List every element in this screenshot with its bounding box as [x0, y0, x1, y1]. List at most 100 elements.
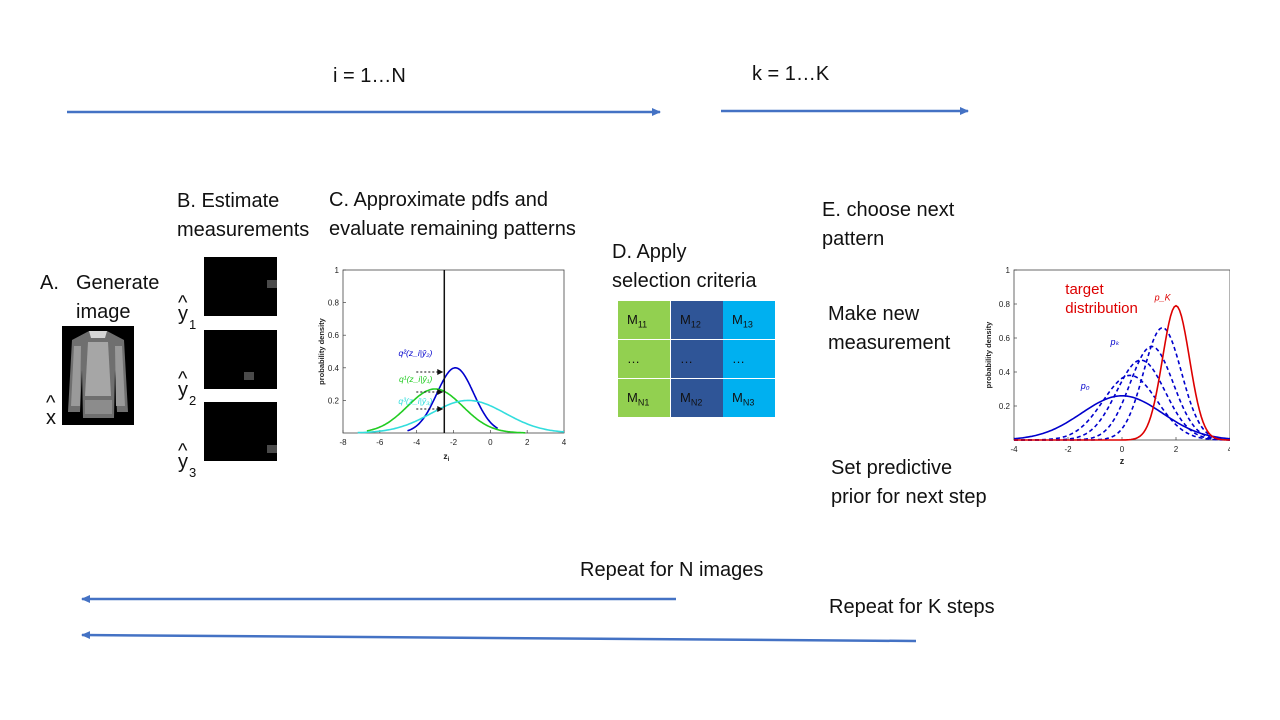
matrix-cell-subscript: N3: [742, 397, 755, 408]
x-tick-label: -6: [376, 438, 384, 447]
y-tick-label: 0.4: [999, 368, 1011, 377]
step-d-title: D. Apply selection criteria: [612, 241, 757, 292]
series-arrowhead: [437, 406, 444, 412]
matrix-cell-r3-c3: MN3: [723, 379, 775, 417]
matrix-cell-r3-c1: MN1: [618, 379, 670, 417]
pdf-curve: [407, 367, 499, 432]
step-a-letter: A.: [40, 272, 59, 294]
matrix-cell-r1-c3: M13: [723, 301, 775, 339]
matrix-cell-r2-c2: …: [671, 340, 723, 378]
pdf-curve: [366, 388, 526, 434]
set-prior-label: Set predictive prior for next step: [831, 457, 987, 508]
series-label: pₖ: [1109, 337, 1119, 347]
y-tick-label: 0.8: [328, 299, 340, 308]
matrix-cell-subscript: N2: [690, 397, 703, 408]
series-label: q²(z_i|ŷ₂): [398, 348, 432, 358]
y3-label: y: [178, 451, 188, 473]
matrix-cell-r2-c3: …: [723, 340, 775, 378]
y-tick-label: 0.6: [999, 334, 1011, 343]
matrix-cell-r1-c2: M12: [671, 301, 723, 339]
y-tick-label: 0.6: [328, 331, 340, 340]
matrix-cell-label: …: [732, 351, 745, 366]
y-tick-label: 0.8: [999, 300, 1011, 309]
measurement-tile-2: [204, 330, 277, 389]
matrix-cell-r1-c1: M11: [618, 301, 670, 339]
y-tick-label: 0.4: [328, 364, 340, 373]
measurement-tile-1: [204, 257, 277, 316]
matrix-cell-subscript: 12: [690, 319, 701, 330]
y-tick-label: 0.2: [999, 402, 1011, 411]
prior-curve: [1013, 395, 1230, 440]
target-annotation-line1: target: [1065, 281, 1104, 298]
sweater-image: [62, 326, 134, 425]
repeat-images-label: Repeat for N images: [580, 559, 764, 581]
x-tick-label: 0: [488, 438, 493, 447]
series-label: p_K: [1154, 293, 1172, 303]
y1-hat-mark: ^: [178, 292, 188, 314]
y-axis-label: probability density: [984, 321, 993, 389]
y-axis-label: probability density: [317, 317, 326, 385]
step-a-title: Generate image: [76, 272, 160, 323]
matrix-cell-label: M: [732, 390, 743, 405]
step-b-title: B. Estimate measurements: [177, 190, 310, 241]
x-tick-label: -2: [1064, 445, 1072, 454]
plot-frame: [342, 269, 565, 434]
pdf-curve: [357, 399, 565, 434]
x-axis-label: zi: [443, 451, 449, 463]
plot-frame: [1013, 269, 1230, 441]
y1-subscript: 1: [189, 317, 197, 332]
series-label: q³(z_i|ŷ₃): [398, 396, 432, 406]
series-label: p₀: [1080, 381, 1090, 391]
matrix-cell-r3-c2: MN2: [671, 379, 723, 417]
y3-hat-mark: ^: [178, 440, 188, 462]
x-hat-label: x: [46, 407, 56, 429]
matrix-cell-label: …: [627, 351, 640, 366]
y-tick-label: 1: [1006, 266, 1011, 275]
matrix-cell-label: M: [627, 312, 638, 327]
matrix-cell-label: M: [627, 390, 638, 405]
matrix-cell-label: M: [680, 390, 691, 405]
inner-loop-label: k = 1…K: [752, 63, 830, 85]
outer-loop-label: i = 1…N: [333, 65, 406, 87]
repeat-steps-arrow: [81, 631, 917, 643]
matrix-cell-r2-c1: …: [618, 340, 670, 378]
matrix-cell-subscript: 13: [742, 319, 753, 330]
x-tick-label: -2: [450, 438, 458, 447]
step-e-title: E. choose next pattern: [822, 199, 955, 250]
step-c-title: C. Approximate pdfs and evaluate remaini…: [329, 189, 576, 240]
y1-label: y: [178, 303, 188, 325]
matrix-cell-label: M: [732, 312, 743, 327]
make-measurement-label: Make new measurement: [828, 303, 951, 354]
x-tick-label: 4: [562, 438, 567, 447]
target-annotation-line2: distribution: [1065, 300, 1138, 317]
matrix-cell-subscript: N1: [637, 397, 650, 408]
y-tick-label: 1: [335, 266, 340, 275]
x-tick-label: 2: [525, 438, 530, 447]
matrix-cell-label: M: [680, 312, 691, 327]
repeat-steps-label: Repeat for K steps: [829, 596, 995, 618]
measurement-tile-3: [204, 402, 277, 461]
x-tick-label: 2: [1174, 445, 1179, 454]
matrix-cell-label: …: [680, 351, 693, 366]
prior-curve: [1014, 304, 1230, 441]
series-label: q¹(z_i|ŷ₁): [399, 374, 432, 384]
x-tick-label: 0: [1120, 445, 1125, 454]
y3-subscript: 3: [189, 465, 197, 480]
x-hat-mark: ^: [46, 392, 56, 414]
series-arrowhead: [437, 369, 444, 375]
y2-hat-mark: ^: [178, 368, 188, 390]
y2-label: y: [178, 379, 188, 401]
matrix-cell-subscript: 11: [637, 319, 648, 330]
prior-chart: -4 -2 0 2 4 0.2 0.4 0.6 0.8 1 probability density z…: [984, 266, 1230, 466]
series-arrowhead: [437, 389, 444, 395]
x-axis-label: z: [1120, 456, 1125, 466]
x-tick-label: 4: [1228, 445, 1230, 454]
y-tick-label: 0.2: [328, 396, 340, 405]
x-tick-label: -4: [413, 438, 421, 447]
x-tick-label: -4: [1010, 445, 1018, 454]
x-tick-label: -8: [339, 438, 347, 447]
pdf-chart: -8 -6 -4 -2 0 2 4 0.2 0.4 0.6 0.8 1 probability dens…: [317, 266, 567, 463]
